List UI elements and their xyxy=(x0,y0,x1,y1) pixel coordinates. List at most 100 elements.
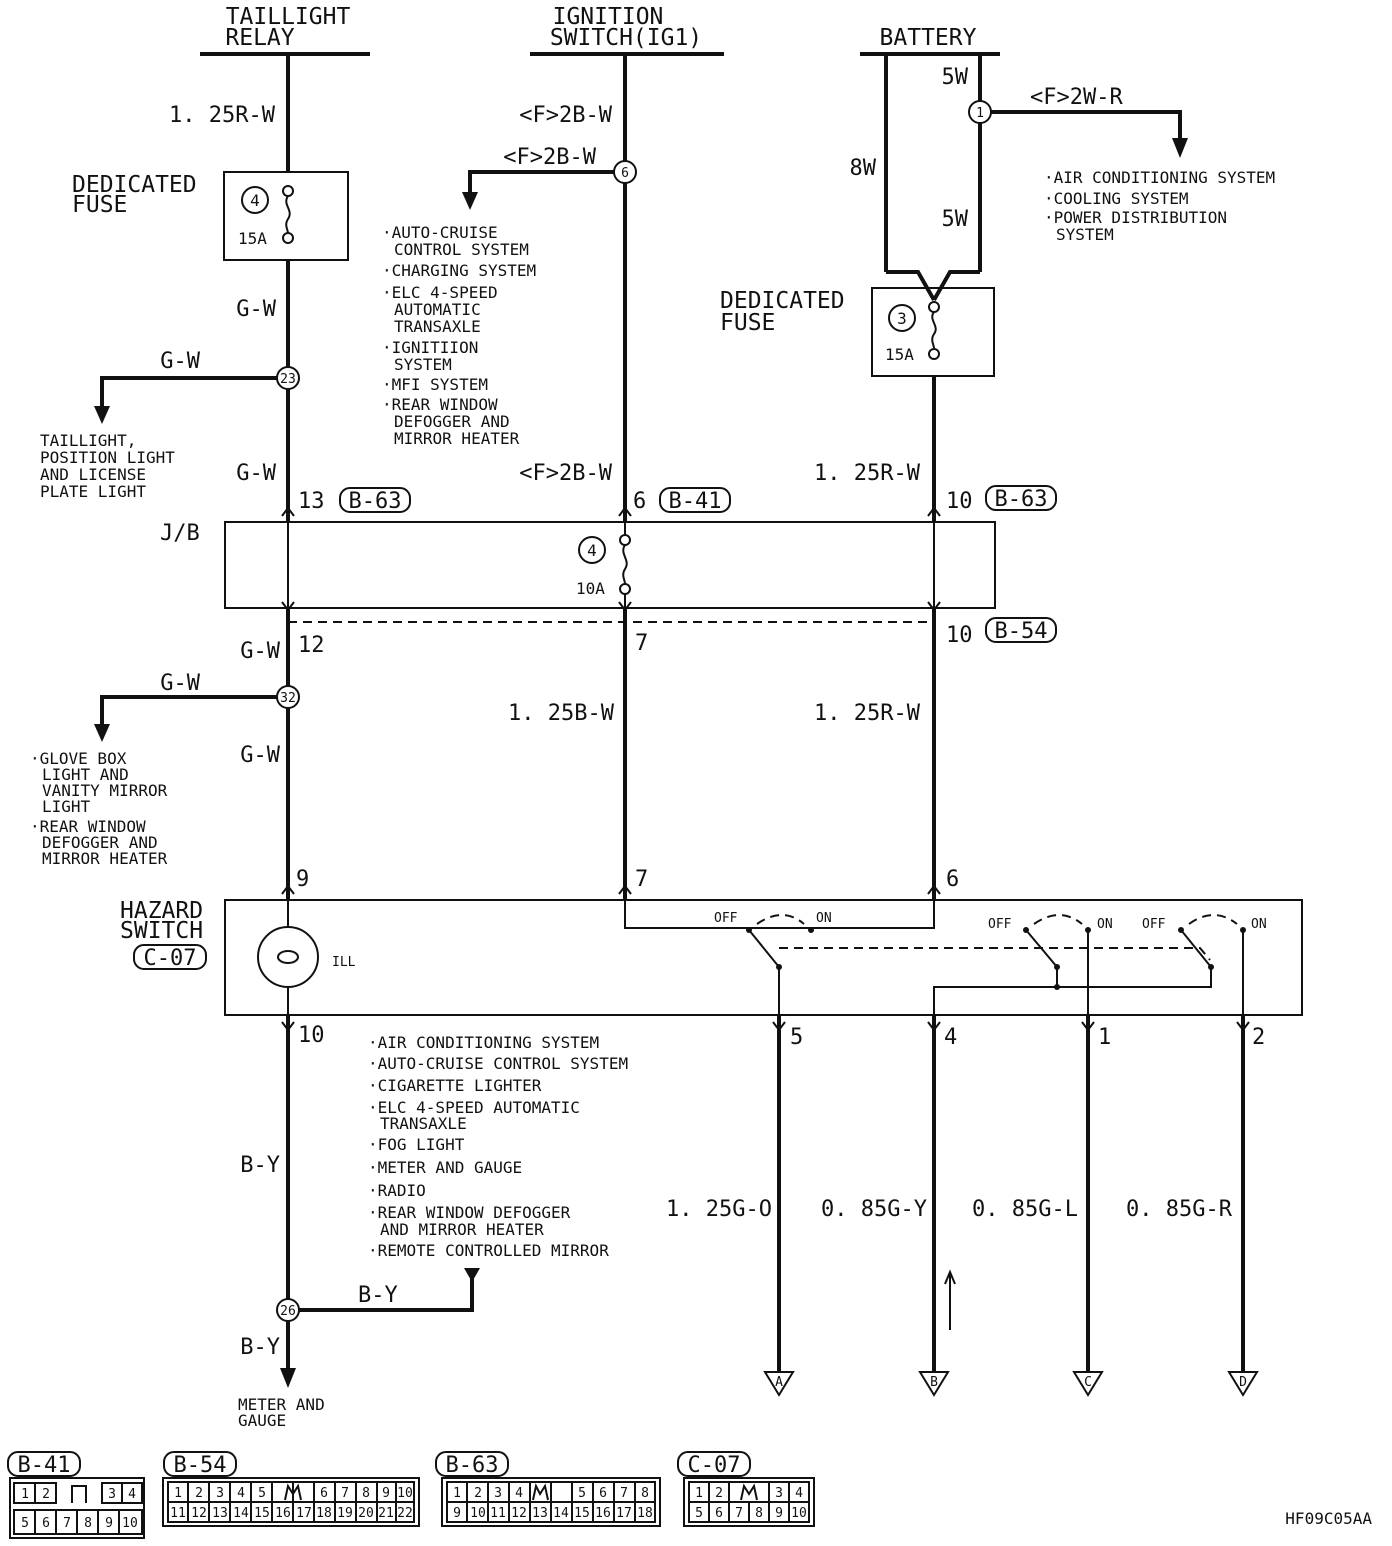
connector-legend: B-41 1 2 3 4 5 6 7 8 9 10 B-54 xyxy=(7,1451,815,1539)
svg-text:METER AND: METER AND xyxy=(238,1395,325,1414)
svg-text:32: 32 xyxy=(280,691,296,706)
svg-text:10: 10 xyxy=(397,1486,413,1501)
wire-label: 1. 25R-W xyxy=(814,461,921,486)
wire-label: 1. 25R-W xyxy=(169,103,276,128)
svg-text:·REMOTE CONTROLLED MIRROR: ·REMOTE CONTROLLED MIRROR xyxy=(368,1241,609,1260)
connector-b63: B-63 1 2 3 4 5 6 7 8 9 10 11 12 13 14 15 xyxy=(435,1451,661,1527)
svg-text:·IGNITIION: ·IGNITIION xyxy=(382,338,478,357)
splice-6: 6 xyxy=(613,160,637,184)
svg-text:8: 8 xyxy=(641,1486,649,1501)
wires xyxy=(94,54,1245,1388)
svg-text:7: 7 xyxy=(620,1486,628,1501)
terminal-b: B xyxy=(930,1375,938,1390)
hazard-switch: HAZARD SWITCH C-07 ILL OFF ON OFF ON OFF… xyxy=(120,898,1303,1016)
svg-text:TRANSAXLE: TRANSAXLE xyxy=(394,317,481,336)
svg-text:·REAR WINDOW DEFOGGER: ·REAR WINDOW DEFOGGER xyxy=(368,1203,571,1222)
terminal-d: D xyxy=(1239,1375,1247,1390)
fuse-amps: 15A xyxy=(885,345,914,364)
wire-label: G-W xyxy=(236,461,276,486)
svg-text:12: 12 xyxy=(298,633,325,658)
connector-ref: B-41 xyxy=(669,489,722,514)
svg-text:9: 9 xyxy=(453,1506,461,1521)
svg-text:OFF: OFF xyxy=(988,917,1012,932)
svg-text:9: 9 xyxy=(775,1506,783,1521)
svg-text:1: 1 xyxy=(453,1486,461,1501)
svg-text:10: 10 xyxy=(298,1023,325,1048)
svg-text:3: 3 xyxy=(775,1486,783,1501)
svg-text:·POWER DISTRIBUTION: ·POWER DISTRIBUTION xyxy=(1044,208,1227,227)
svg-text:·FOG LIGHT: ·FOG LIGHT xyxy=(368,1135,465,1154)
wire-label: <F>2W-R xyxy=(1030,85,1123,110)
svg-text:GAUGE: GAUGE xyxy=(238,1411,286,1430)
svg-text:DEFOGGER AND: DEFOGGER AND xyxy=(42,833,158,852)
svg-text:17: 17 xyxy=(296,1506,312,1521)
svg-text:15: 15 xyxy=(574,1506,590,1521)
svg-text:5: 5 xyxy=(21,1516,29,1531)
wire-label: B-Y xyxy=(358,1283,398,1308)
svg-text:10: 10 xyxy=(946,489,973,514)
jb-fuse-amps: 10A xyxy=(576,579,605,598)
svg-text:8: 8 xyxy=(755,1506,763,1521)
wire-label: 1. 25G-O xyxy=(666,1197,772,1222)
by-circuit-list: ·AIR CONDITIONING SYSTEM ·AUTO-CRUISE CO… xyxy=(368,1033,628,1260)
svg-text:·AUTO-CRUISE CONTROL SYSTEM: ·AUTO-CRUISE CONTROL SYSTEM xyxy=(368,1054,628,1073)
svg-text:TAILLIGHT,: TAILLIGHT, xyxy=(40,431,136,450)
svg-text:·ELC 4-SPEED: ·ELC 4-SPEED xyxy=(382,283,498,302)
svg-text:5: 5 xyxy=(790,1025,803,1050)
svg-text:18: 18 xyxy=(316,1506,332,1521)
svg-text:·ELC 4-SPEED AUTOMATIC: ·ELC 4-SPEED AUTOMATIC xyxy=(368,1098,580,1117)
svg-text:·RADIO: ·RADIO xyxy=(368,1181,426,1200)
svg-text:9: 9 xyxy=(296,867,309,892)
svg-text:SYSTEM: SYSTEM xyxy=(394,355,452,374)
svg-text:9: 9 xyxy=(382,1486,390,1501)
fuse-label-1: DEDICATED xyxy=(72,172,197,198)
fuse-label-2: FUSE xyxy=(72,192,127,218)
fuse-label-2: FUSE xyxy=(720,310,775,336)
wire-label: G-W xyxy=(160,349,200,374)
splice-1: 1 xyxy=(968,100,992,124)
jb-fuse-number: 4 xyxy=(587,541,597,560)
svg-text:12: 12 xyxy=(191,1506,207,1521)
taillight-relay-label-1: TAILLIGHT xyxy=(226,4,351,30)
svg-text:16: 16 xyxy=(595,1506,611,1521)
ignition-switch-label-2: SWITCH(IG1) xyxy=(550,25,702,51)
svg-text:5: 5 xyxy=(258,1486,266,1501)
svg-text:AND MIRROR HEATER: AND MIRROR HEATER xyxy=(380,1220,544,1239)
wire-label: 8W xyxy=(850,156,877,181)
wire-labels: 1. 25R-W <F>2B-W <F>2B-W <F>2W-R 5W 8W 5… xyxy=(160,65,1232,1360)
splices: 23 6 1 32 26 xyxy=(276,100,992,1322)
svg-text:·COOLING SYSTEM: ·COOLING SYSTEM xyxy=(1044,189,1189,208)
svg-text:6: 6 xyxy=(599,1486,607,1501)
pin-numbers: 13 6 10 12 7 10 9 7 6 10 5 4 1 2 xyxy=(296,489,1265,1050)
wire-label: B-Y xyxy=(240,1335,280,1360)
svg-text:5: 5 xyxy=(578,1486,586,1501)
svg-text:POSITION LIGHT: POSITION LIGHT xyxy=(40,448,175,467)
svg-text:7: 7 xyxy=(341,1486,349,1501)
jb-label: J/B xyxy=(160,521,200,546)
glove-box-circuit-list: ·GLOVE BOX LIGHT AND VANITY MIRROR LIGHT… xyxy=(30,749,168,868)
svg-text:DEFOGGER AND: DEFOGGER AND xyxy=(394,412,510,431)
svg-text:19: 19 xyxy=(337,1506,353,1521)
svg-text:10: 10 xyxy=(946,623,973,648)
connector-refs: B-63 B-41 B-63 B-54 xyxy=(339,485,1057,644)
svg-text:1: 1 xyxy=(21,1487,29,1502)
svg-text:8: 8 xyxy=(362,1486,370,1501)
ill-label: ILL xyxy=(332,955,356,970)
connector-c07: C-07 1 2 3 4 5 6 7 8 9 10 xyxy=(677,1451,815,1527)
pin-marks xyxy=(281,506,1250,1032)
svg-text:4: 4 xyxy=(237,1486,245,1501)
terminals: A B C D xyxy=(763,1371,1259,1397)
svg-text:10: 10 xyxy=(470,1506,486,1521)
svg-text:3: 3 xyxy=(494,1486,502,1501)
svg-text:18: 18 xyxy=(637,1506,653,1521)
svg-text:·AUTO-CRUISE: ·AUTO-CRUISE xyxy=(382,223,498,242)
splice-32: 32 xyxy=(276,685,300,709)
svg-text:1: 1 xyxy=(174,1486,182,1501)
svg-text:12: 12 xyxy=(511,1506,527,1521)
svg-text:B-54: B-54 xyxy=(174,1453,227,1478)
svg-text:B-63: B-63 xyxy=(446,1453,499,1478)
svg-text:·CHARGING SYSTEM: ·CHARGING SYSTEM xyxy=(382,261,536,280)
svg-text:PLATE LIGHT: PLATE LIGHT xyxy=(40,482,146,501)
svg-text:LIGHT AND: LIGHT AND xyxy=(42,765,129,784)
